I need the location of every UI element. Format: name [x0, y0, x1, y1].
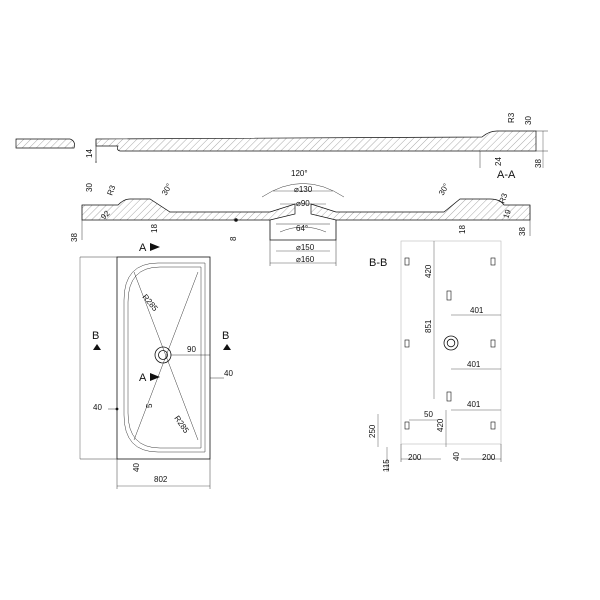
section-a-top-label: A [139, 242, 147, 254]
section-b-left-label: B [92, 330, 99, 342]
ang120-label: 120° [291, 169, 308, 178]
plan-view: 802 40 40 40 90 R285 R285 5 A A B B [79, 242, 233, 489]
d90-label: 90 [187, 345, 196, 354]
d40-bottom-label: 40 [132, 463, 141, 472]
angle-120-arc [261, 183, 345, 198]
section-bb-view: B-B 420 851 401 401 401 50 250 [368, 240, 502, 472]
section-a-top-arrow [150, 243, 160, 251]
fix-point [490, 421, 496, 430]
d420-top-label: 420 [424, 264, 433, 278]
dia160-label: ⌀160 [296, 255, 315, 264]
d30-left-label: 30 [85, 183, 94, 192]
fix-point [404, 421, 410, 430]
dia130-label: ⌀130 [294, 185, 313, 194]
d200-right-label: 200 [482, 453, 496, 462]
d420-bottom-label: 420 [436, 418, 445, 432]
r285-top-label: R285 [140, 293, 160, 314]
fix-point [404, 257, 410, 266]
fix-point [490, 257, 496, 266]
bb-fixing-points [404, 257, 496, 430]
d40-left-label: 40 [93, 403, 102, 412]
fix-point [446, 290, 452, 301]
d24-aa-label: 24 [494, 157, 503, 166]
d30-aa-label: 30 [524, 116, 533, 125]
d401-a-label: 401 [470, 306, 484, 315]
dia90-label: ⌀90 [296, 199, 310, 208]
d115-label: 115 [382, 459, 391, 472]
d38-left-label: 38 [70, 233, 79, 242]
d38-aa-label: 38 [534, 159, 543, 168]
d851-label: 851 [424, 319, 433, 333]
fix-point [490, 339, 496, 348]
section-a-mid-arrow [150, 373, 160, 381]
fix-point [446, 391, 452, 402]
r3-aa-label: R3 [507, 112, 516, 123]
section-b-right-label: B [222, 330, 229, 342]
section-aa-view: 14 38 30 R3 24 A-A [15, 112, 548, 181]
d802-label: 802 [154, 475, 168, 484]
section-aa-left-piece [15, 138, 75, 149]
d14-label: 14 [85, 149, 94, 158]
section-aa-title: A-A [497, 169, 516, 181]
d18-right-label: 18 [458, 225, 467, 234]
d40-bb-label: 40 [452, 452, 461, 461]
tray-inner-basin [123, 262, 206, 453]
d50-label: 50 [424, 410, 433, 419]
drain-bowl [269, 220, 337, 241]
tray-inner-basin-2 [127, 266, 202, 449]
r3-left-label: R3 [105, 183, 117, 196]
section-aa-main-strip [95, 130, 537, 152]
bb-drain-inner [446, 338, 456, 348]
plan-drain-outer [154, 346, 172, 364]
fix-point [404, 339, 410, 348]
d5-label: 5 [145, 403, 154, 408]
section-a-mid-label: A [139, 372, 147, 384]
d19-label: 19 [501, 208, 513, 220]
ang64-label: 64° [296, 224, 308, 233]
d8-marker [234, 218, 238, 222]
tray-outline [116, 256, 211, 460]
section-b-left-arrow [93, 344, 101, 350]
ang30-left-label: 30° [160, 182, 174, 197]
plan-drain-inner [158, 350, 168, 360]
d250-label: 250 [368, 424, 377, 438]
d40-right-label: 40 [224, 369, 233, 378]
ang30-right-label: 30° [437, 182, 451, 197]
section-bb-profile: 120° ⌀130 ⌀90 64° ⌀150 ⌀160 38 30 R3 92 … [70, 169, 531, 266]
d8-label: 8 [229, 236, 238, 241]
d401-b-label: 401 [467, 360, 481, 369]
d401-c-label: 401 [467, 400, 481, 409]
d200-left-label: 200 [408, 453, 422, 462]
profile-left-half [81, 198, 296, 221]
bb-panel-outline [400, 240, 502, 445]
section-b-right-arrow [223, 344, 231, 350]
r3-right-label: R3 [497, 191, 509, 204]
d18-left-label: 18 [150, 224, 159, 233]
d38-right-label: 38 [518, 227, 527, 236]
slope-line-2 [133, 271, 199, 441]
bb-drain-outer [443, 335, 459, 351]
dia150-label: ⌀150 [296, 243, 315, 252]
r285-bottom-label: R285 [172, 414, 191, 435]
angle-64-arc [279, 226, 327, 233]
section-bb-title: B-B [369, 257, 387, 269]
d40-left-marker [115, 407, 119, 411]
